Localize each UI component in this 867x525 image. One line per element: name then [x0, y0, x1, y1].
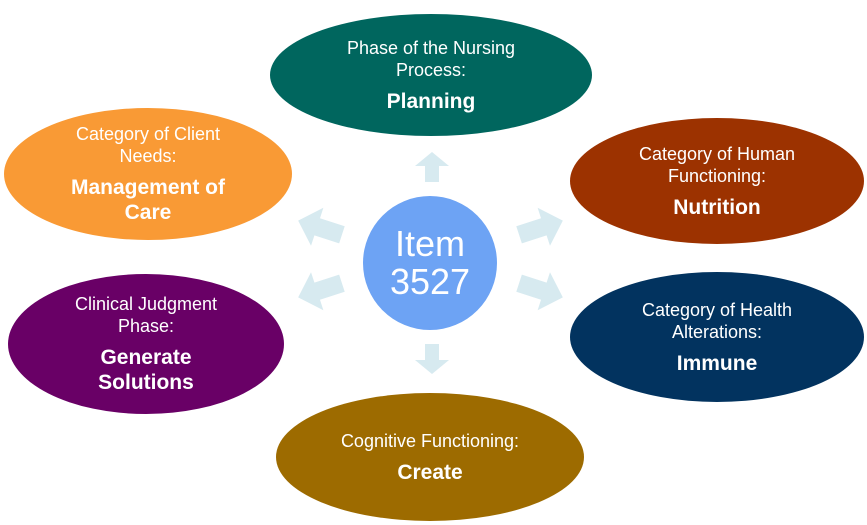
- client-needs-category: Category of Client Needs:: [75, 124, 221, 166]
- human-functioning-category: Category of Human Functioning:: [638, 143, 796, 186]
- arrow-lower-right-icon: [516, 272, 563, 311]
- clinical-judgment-oval: Clinical Judgment Phase: Generate Soluti…: [8, 274, 284, 414]
- arrow-upper-left-icon: [298, 207, 345, 246]
- human-functioning-oval: Category of Human Functioning: Nutrition: [570, 118, 864, 244]
- arrow-up-icon: [415, 152, 449, 182]
- clinical-judgment-value: Generate Solutions: [98, 346, 194, 394]
- cognitive-functioning-value: Create: [397, 460, 463, 484]
- health-alterations-oval: Category of Health Alterations: Immune: [570, 272, 864, 402]
- cognitive-functioning-category: Cognitive Functioning:: [340, 430, 520, 451]
- nursing-process-value: Planning: [386, 89, 476, 113]
- client-needs-oval: Category of Client Needs: Management of …: [4, 108, 292, 240]
- client-needs-value: Management of Care: [70, 176, 225, 224]
- health-alterations-category: Category of Health Alterations:: [641, 299, 793, 342]
- health-alterations-value: Immune: [676, 351, 758, 375]
- clinical-judgment-category: Clinical Judgment Phase:: [74, 294, 218, 336]
- human-functioning-value: Nutrition: [673, 195, 761, 219]
- arrow-upper-right-icon: [516, 207, 563, 246]
- item-center-circle: Item 3527: [363, 196, 497, 330]
- nursing-process-category: Phase of the Nursing Process:: [346, 37, 516, 80]
- nursing-process-oval: Phase of the Nursing Process: Planning: [270, 14, 592, 136]
- cognitive-functioning-oval: Cognitive Functioning: Create: [276, 393, 584, 521]
- arrow-down-icon: [415, 344, 449, 374]
- item-number: 3527: [389, 261, 471, 302]
- item-label: Item: [394, 223, 465, 264]
- arrow-lower-left-icon: [298, 272, 345, 311]
